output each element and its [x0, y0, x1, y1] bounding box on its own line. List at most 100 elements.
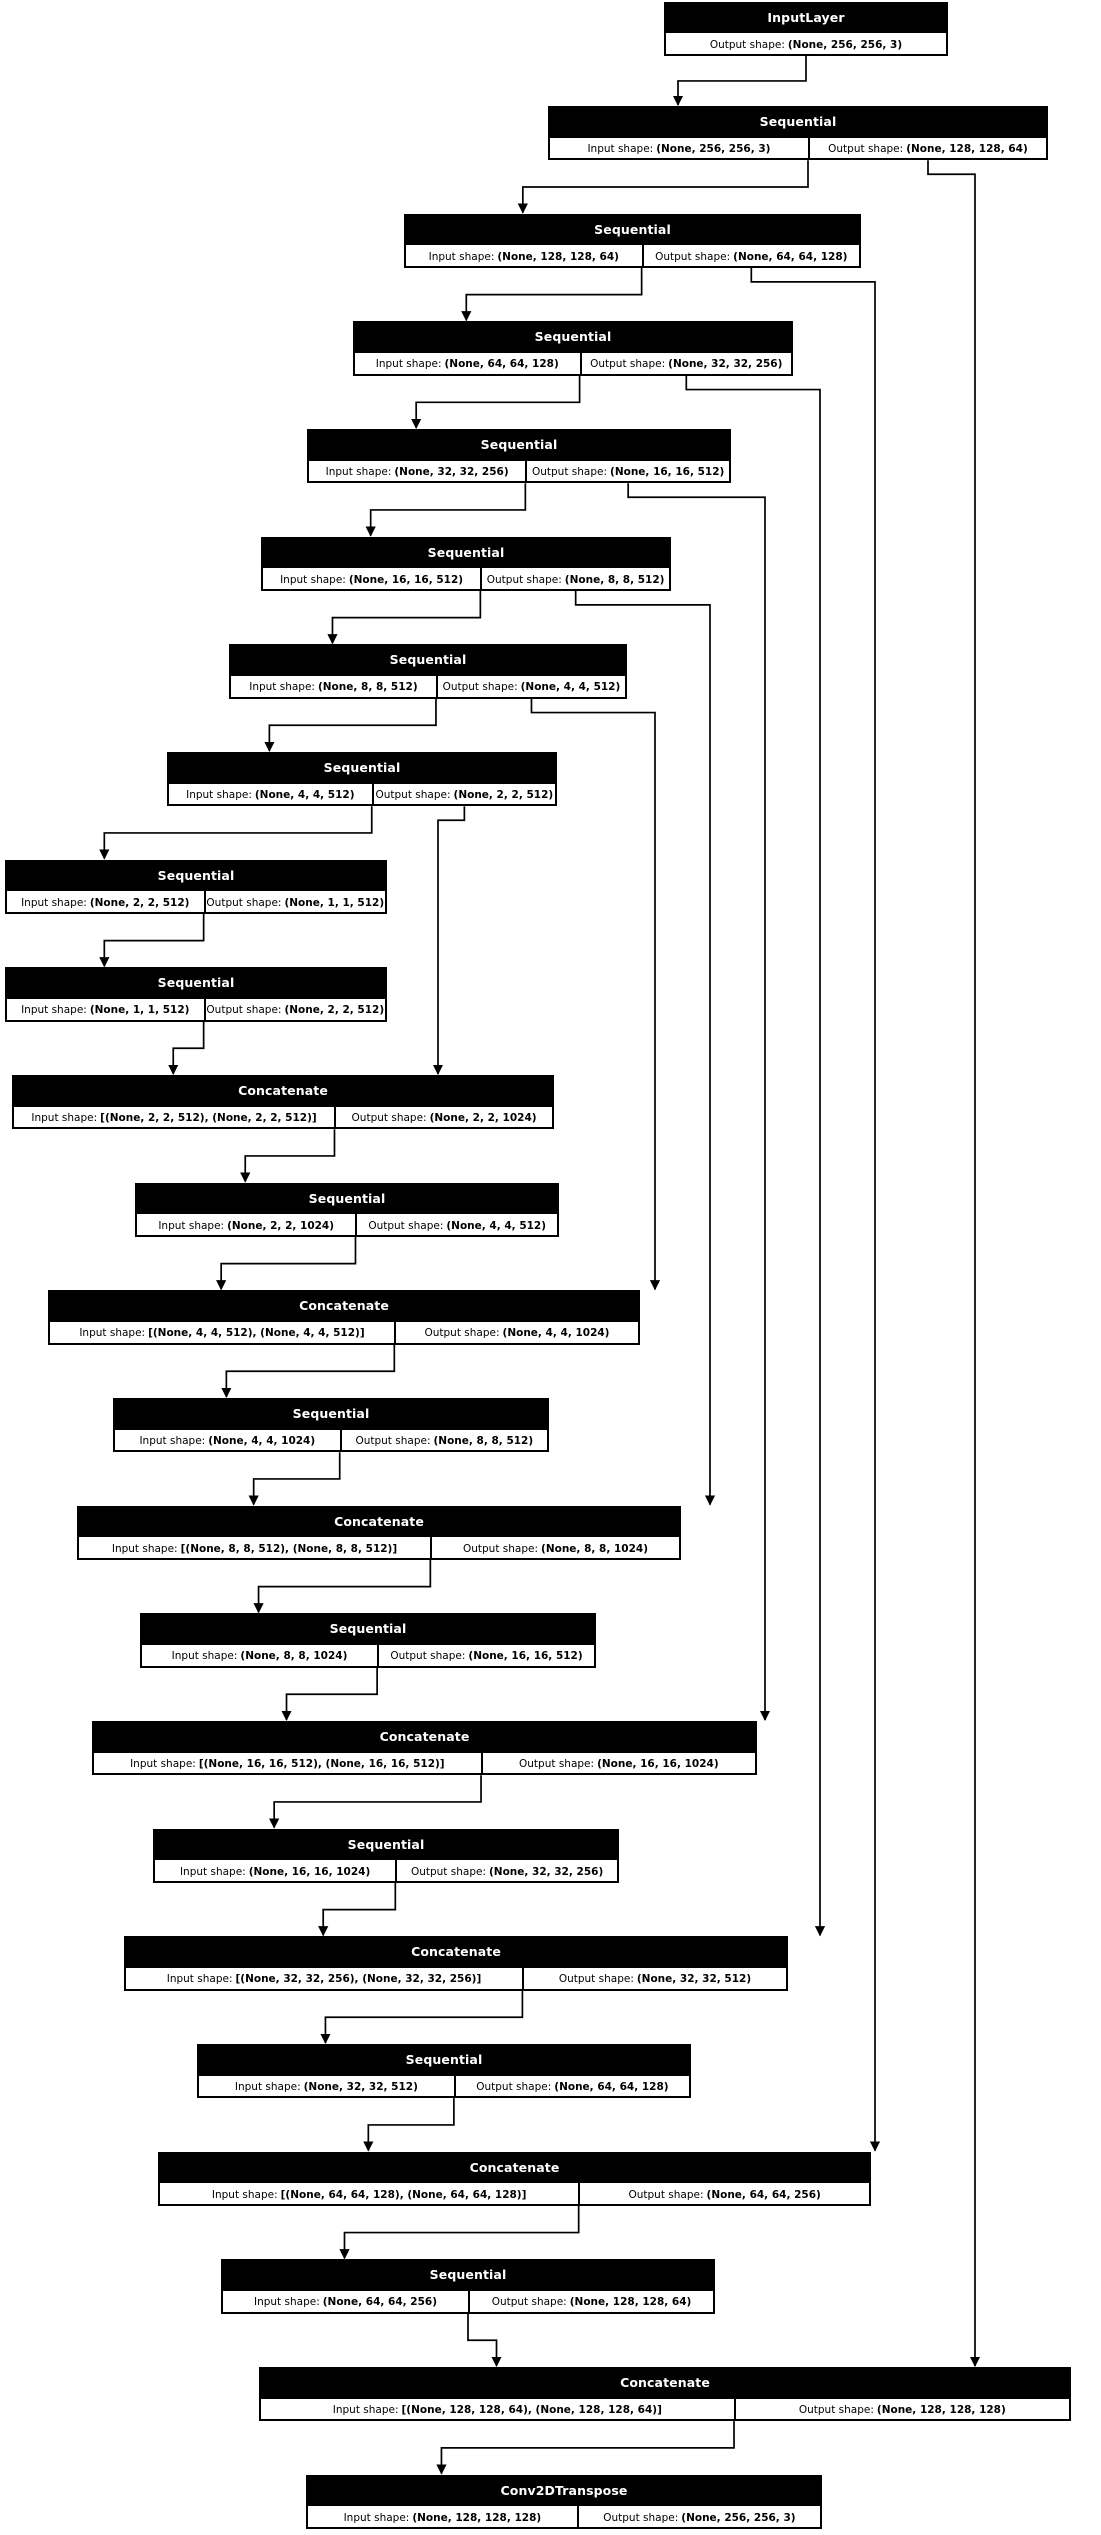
edge [517, 160, 809, 214]
input-shape-value: [(None, 32, 32, 256), (None, 32, 32, 256… [235, 1973, 482, 1986]
node-shapes: Input shape:(None, 64, 64, 128)Output sh… [355, 351, 791, 376]
output-shape-label: Output shape: [655, 250, 731, 263]
input-shape-label: Input shape: [166, 1973, 233, 1986]
node-shapes: Input shape:(None, 16, 16, 512)Output sh… [263, 566, 669, 591]
node-output-shape: Output shape:(None, 64, 64, 128) [453, 2075, 689, 2099]
node-input-shape: Input shape:(None, 32, 32, 512) [199, 2076, 454, 2098]
node-input-shape: Input shape:(None, 256, 256, 3) [550, 138, 808, 160]
node-shapes: Input shape:(None, 8, 8, 512)Output shap… [231, 674, 625, 699]
node-output-shape: Output shape:(None, 4, 4, 512) [355, 1214, 557, 1237]
input-shape-label: Input shape: [179, 1865, 246, 1878]
input-shape-label: Input shape: [249, 681, 315, 694]
node-input-shape: Input shape:(None, 1, 1, 512) [7, 999, 204, 1021]
output-shape-label: Output shape: [798, 2403, 874, 2416]
node-output-shape: Output shape:(None, 1, 1, 512) [203, 891, 385, 914]
input-shape-label: Input shape: [171, 1650, 238, 1663]
node-output-shape: Output shape:(None, 256, 256, 3) [576, 2506, 820, 2529]
output-shape-label: Output shape: [558, 1973, 634, 1986]
edge [432, 806, 466, 1076]
input-shape-label: Input shape: [253, 2296, 320, 2309]
node-input-shape: Input shape:(None, 64, 64, 128) [355, 353, 580, 375]
node-title: Sequential [231, 646, 625, 675]
node-input-shape: Input shape:(None, 16, 16, 512) [263, 568, 480, 590]
output-shape-label: Output shape: [519, 1757, 595, 1770]
input-shape-value: (None, 2, 2, 1024) [227, 1219, 335, 1232]
output-shape-value: (None, 16, 16, 512) [468, 1650, 583, 1663]
input-shape-label: Input shape: [158, 1219, 225, 1232]
node-shapes: Input shape:(None, 32, 32, 256)Output sh… [309, 458, 729, 484]
edge [99, 806, 373, 860]
input-shape-label: Input shape: [139, 1434, 206, 1447]
node-shapes: Input shape:(None, 4, 4, 1024)Output sha… [115, 1427, 547, 1453]
input-shape-label: Input shape: [332, 2403, 399, 2416]
output-shape-label: Output shape: [355, 1434, 431, 1447]
input-shape-label: Input shape: [31, 1111, 98, 1124]
edge [461, 267, 643, 322]
output-shape-label: Output shape: [442, 681, 518, 694]
node-title: Sequential [263, 538, 669, 567]
node-title: Concatenate [50, 1292, 638, 1321]
node-title: Concatenate [126, 1938, 786, 1967]
node-title: Sequential [7, 969, 385, 998]
node-title: Sequential [142, 1615, 594, 1644]
input-shape-value: (None, 2, 2, 512) [89, 896, 190, 909]
input-shape-value: [(None, 4, 4, 512), (None, 4, 4, 512)] [148, 1327, 365, 1340]
output-shape-value: (None, 16, 16, 512) [610, 465, 725, 478]
node-title: Sequential [155, 1830, 617, 1859]
node-output-shape: Output shape:(None, 256, 256, 3) [666, 33, 946, 55]
input-shape-label: Input shape: [211, 2188, 278, 2201]
edge [318, 1882, 397, 1937]
node-shapes: Input shape:(None, 2, 2, 512)Output shap… [7, 889, 385, 914]
node-input-shape: Input shape:(None, 16, 16, 1024) [155, 1860, 395, 1882]
output-shape-label: Output shape: [424, 1327, 500, 1340]
output-shape-value: (None, 32, 32, 512) [636, 1973, 752, 1986]
edge [248, 1452, 341, 1506]
node-shapes: Input shape:(None, 1, 1, 512)Output shap… [7, 997, 385, 1022]
node-title: Sequential [223, 2261, 713, 2290]
node-input-shape: Input shape:(None, 64, 64, 256) [223, 2291, 468, 2313]
input-shape-label: Input shape: [234, 2080, 301, 2093]
node-title: Sequential [137, 1184, 557, 1213]
edge [574, 590, 716, 1506]
node-shapes: Output shape:(None, 256, 256, 3) [666, 31, 946, 55]
output-shape-label: Output shape: [828, 142, 904, 155]
input-shape-value: (None, 4, 4, 512) [254, 788, 355, 801]
edge [168, 1021, 205, 1076]
node-shapes: Input shape:(None, 8, 8, 1024)Output sha… [142, 1643, 594, 1668]
edge [339, 2205, 580, 2260]
edge [99, 913, 205, 968]
output-shape-label: Output shape: [410, 1865, 486, 1878]
input-shape-value: (None, 16, 16, 512) [348, 573, 464, 586]
input-shape-value: (None, 64, 64, 128) [444, 358, 559, 371]
node-output-shape: Output shape:(None, 8, 8, 512) [339, 1429, 547, 1453]
node-title: InputLayer [666, 3, 946, 32]
node-input-shape: Input shape:(None, 128, 128, 64) [406, 245, 642, 267]
node-title: Sequential [355, 323, 791, 352]
node-shapes: Input shape:(None, 64, 64, 256)Output sh… [223, 2289, 713, 2314]
